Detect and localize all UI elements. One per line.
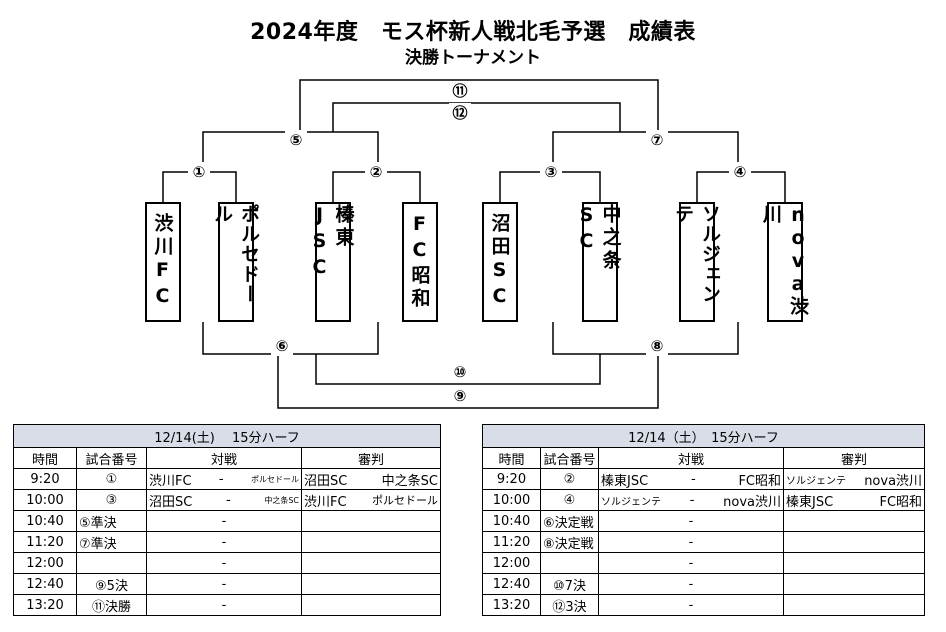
page-subtitle: 決勝トーナメント bbox=[405, 48, 541, 68]
table-row: 12:40 ⑩7決 - bbox=[482, 573, 926, 595]
column-header-match: 試合番号 bbox=[76, 447, 147, 469]
schedule-header: 12/14(土) 15分ハーフ bbox=[12, 424, 442, 448]
team-box-shibukawa-fc: 渋川FC bbox=[145, 202, 181, 322]
schedule-table-left: 12/14(土) 15分ハーフ 時間 試合番号 対戦 審判 9:20 ① 渋川F… bbox=[12, 424, 442, 616]
column-header-matchup: 対戦 bbox=[146, 447, 302, 469]
table-row: 10:40 ⑥決定戦 - bbox=[482, 510, 926, 532]
match-number-2: ② bbox=[365, 162, 387, 182]
schedule-table-right: 12/14（土） 15分ハーフ 時間 試合番号 対戦 審判 9:20 ② 榛東J… bbox=[481, 424, 926, 616]
column-header-time: 時間 bbox=[13, 447, 77, 469]
match-number-8: ⑧ bbox=[646, 336, 668, 356]
column-header-match: 試合番号 bbox=[540, 447, 599, 469]
table-row: 12:00 - bbox=[13, 552, 442, 574]
team-box-nova-shibukawa: nova渋川 bbox=[760, 202, 809, 322]
bracket-line-m12 bbox=[332, 102, 621, 132]
column-header-referee: 審判 bbox=[300, 447, 442, 469]
table-row: 12:00 - bbox=[482, 552, 926, 574]
bracket-line-m11 bbox=[299, 79, 659, 132]
column-header-matchup: 対戦 bbox=[598, 447, 784, 469]
match-number-6: ⑥ bbox=[271, 336, 293, 356]
team-box-fc-showa: FC昭和 bbox=[402, 202, 438, 322]
table-row: 11:20 ⑦準決 - bbox=[13, 531, 442, 553]
match-number-11: ⑪ bbox=[449, 81, 471, 101]
page-title: 2024年度 モス杯新人戦北毛予選 成績表 bbox=[250, 20, 696, 45]
table-row: 11:20 ⑧決定戦 - bbox=[482, 531, 926, 553]
match-number-9: ⑨ bbox=[449, 386, 471, 406]
table-row: 13:20 ⑫3決 - bbox=[482, 594, 926, 616]
team-box-nakanojo-sc: 中之条SC bbox=[576, 202, 622, 322]
match-number-5: ⑤ bbox=[285, 130, 307, 150]
team-box-shinto-jsc: 榛東JSC bbox=[309, 202, 355, 322]
match-number-1: ① bbox=[188, 162, 210, 182]
column-header-referee: 審判 bbox=[782, 447, 926, 469]
team-box-numata-sc: 沼田SC bbox=[482, 202, 518, 322]
schedule-header: 12/14（土） 15分ハーフ bbox=[481, 424, 926, 448]
column-header-time: 時間 bbox=[482, 447, 541, 469]
match-number-10: ⑩ bbox=[449, 362, 471, 382]
match-number-12: ⑫ bbox=[449, 103, 471, 123]
bracket-line-m9 bbox=[277, 354, 659, 409]
bracket-line-m7 bbox=[552, 131, 739, 172]
table-row: 12:40 ⑨5決 - bbox=[13, 573, 442, 595]
bracket-line-m10 bbox=[315, 354, 601, 385]
match-number-3: ③ bbox=[540, 162, 562, 182]
bracket-line-m8 bbox=[552, 322, 739, 355]
table-row: 10:40 ⑤準決 - bbox=[13, 510, 442, 532]
team-box-porsedor: ポルセドール bbox=[211, 202, 260, 322]
table-row: 13:20 ⑪決勝 - bbox=[13, 594, 442, 616]
team-box-solgente: ソルジェンテ bbox=[672, 202, 721, 322]
match-number-4: ④ bbox=[729, 162, 751, 182]
match-number-7: ⑦ bbox=[646, 130, 668, 150]
